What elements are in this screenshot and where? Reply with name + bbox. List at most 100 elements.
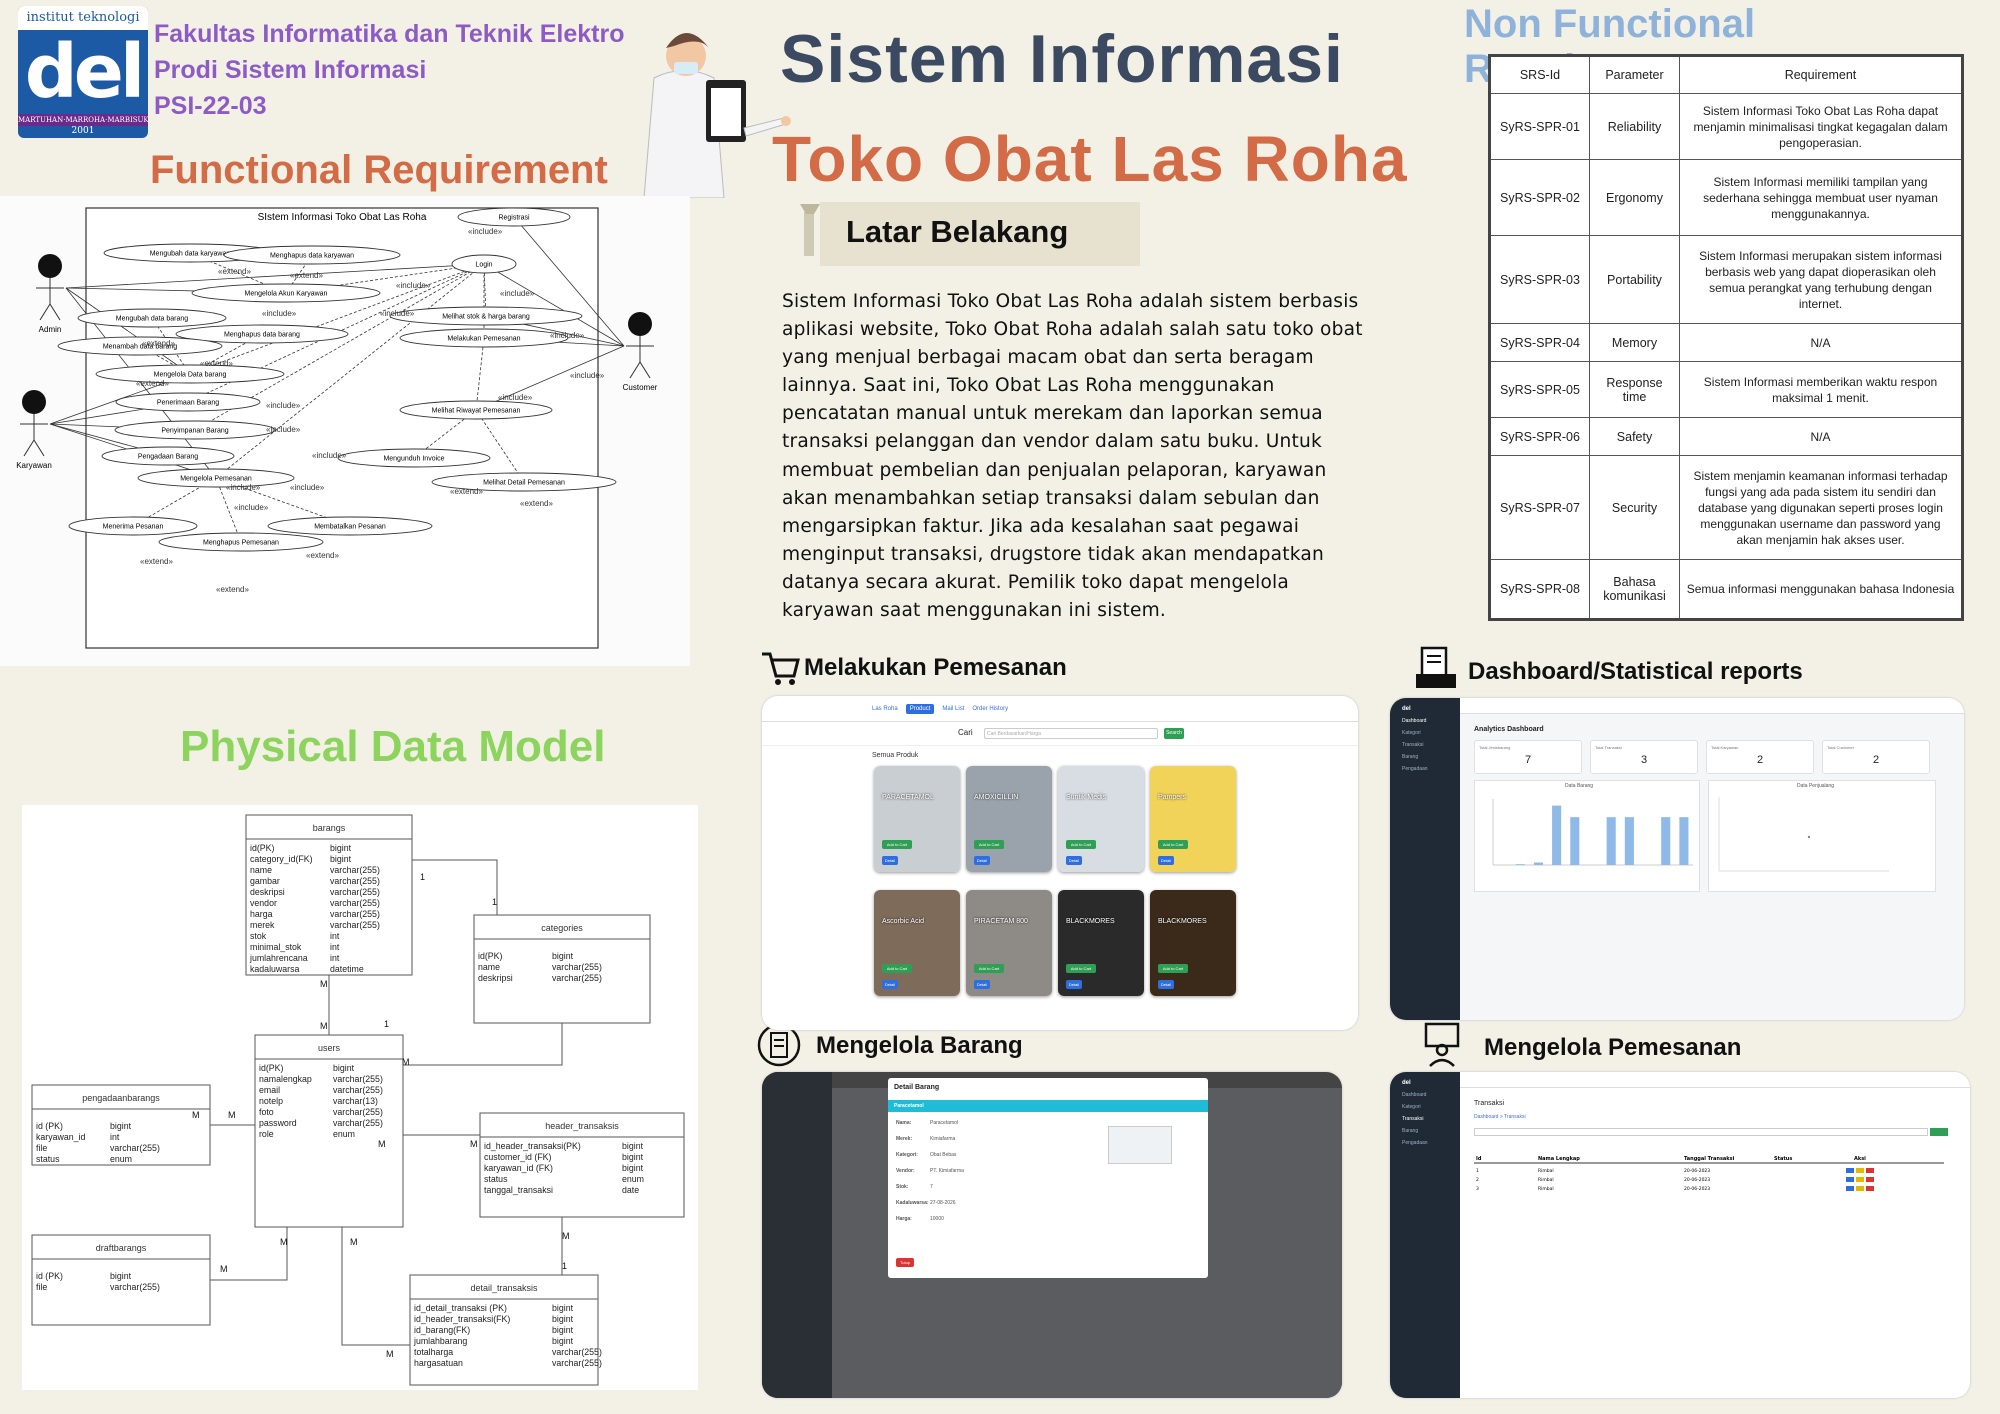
nav-mail[interactable]: Mail List <box>942 705 965 712</box>
detail-button[interactable]: Detail <box>1158 980 1174 989</box>
extend-label: «extend» <box>142 339 175 348</box>
add-to-cart-button[interactable]: Add to Cart <box>974 840 1004 849</box>
add-to-cart-button[interactable]: Add to Cart <box>1066 964 1096 973</box>
pdm-table-name: detail_transaksis <box>470 1283 538 1293</box>
add-to-cart-button[interactable]: Add to Cart <box>882 964 912 973</box>
detail-button[interactable]: Detail <box>882 980 898 989</box>
add-to-cart-button[interactable]: Add to Cart <box>1066 840 1096 849</box>
sidebar-item-dashboard[interactable]: Dashboard <box>1402 718 1427 724</box>
report-icon <box>1416 646 1456 688</box>
detail-button[interactable]: Detail <box>1066 856 1082 865</box>
add-to-cart-button[interactable]: Add to Cart <box>1158 964 1188 973</box>
search-button[interactable]: Search <box>1164 728 1184 739</box>
include-label: «include» <box>498 393 533 402</box>
pdm-col-name: vendor <box>250 898 277 908</box>
include-label: «include» <box>468 227 503 236</box>
dashboard-screenshot: del Dashboard Kategori Transaksi Barang … <box>1390 698 1964 1020</box>
pdm-col-name: jumlahrencana <box>249 953 308 963</box>
pdm-col-name: totalharga <box>414 1347 453 1357</box>
nfr-header-row: SRS-Id Parameter Requirement <box>1489 55 1963 94</box>
sidebar-item-transaksi[interactable]: Transaksi <box>1402 1116 1424 1122</box>
pdm-col-type: int <box>330 953 340 963</box>
pdm-col-type: varchar(255) <box>110 1143 160 1153</box>
sidebar-item-barang[interactable]: Barang <box>1402 1128 1419 1134</box>
detail-button[interactable]: Detail <box>882 856 898 865</box>
nav-history[interactable]: Order History <box>972 705 1009 712</box>
order-manage-icon <box>1424 1022 1460 1067</box>
sidebar-item-barang[interactable]: Barang <box>1402 754 1419 760</box>
pdm-col-type: varchar(255) <box>330 876 380 886</box>
nfr-req: Sistem menjamin keamanan informasi terha… <box>1679 455 1963 560</box>
usecase-link <box>187 263 485 403</box>
action-button[interactable] <box>1846 1168 1854 1173</box>
action-button[interactable] <box>1866 1186 1874 1191</box>
action-button[interactable] <box>1846 1186 1854 1191</box>
actor-customer: Customer <box>623 312 658 392</box>
pdm-col-type: varchar(255) <box>110 1282 160 1292</box>
nav-brand[interactable]: Las Roha <box>872 705 898 712</box>
usecase-label: Mengelola Akun Karyawan <box>245 291 328 298</box>
add-to-cart-button[interactable]: Add to Cart <box>1158 840 1188 849</box>
add-to-cart-button[interactable]: Add to Cart <box>882 840 912 849</box>
action-button[interactable] <box>1846 1177 1854 1182</box>
action-button[interactable] <box>1866 1168 1874 1173</box>
usecase-label: Menghapus data barang <box>224 332 300 339</box>
product-image <box>1058 766 1144 872</box>
stat-label: Total Customer <box>1827 745 1854 750</box>
nfr-req: Sistem Informasi Toko Obat Las Roha dapa… <box>1679 93 1963 160</box>
nfr-table: SRS-Id Parameter Requirement SyRS-SPR-01… <box>1488 54 1964 621</box>
field-label: Vendor: <box>896 1168 915 1174</box>
product-image <box>1150 766 1236 872</box>
sidebar-item-dashboard[interactable]: Dashboard <box>1402 1092 1427 1098</box>
extend-label: «extend» <box>306 551 339 560</box>
cardinality-mark: M <box>562 1231 570 1241</box>
nfr-id: SyRS-SPR-04 <box>1489 323 1590 362</box>
action-button[interactable] <box>1856 1168 1864 1173</box>
cardinality-mark: 1 <box>420 872 425 882</box>
add-to-cart-button[interactable]: Add to Cart <box>974 964 1004 973</box>
transaksi-search-button[interactable] <box>1930 1128 1948 1136</box>
action-button[interactable] <box>1856 1186 1864 1191</box>
latar-heading: Latar Belakang <box>846 214 1069 249</box>
sidebar-item-kategori[interactable]: Kategori <box>1402 1104 1421 1110</box>
nav-product[interactable]: Product <box>905 703 935 714</box>
usecase-link <box>215 477 351 527</box>
action-button[interactable] <box>1856 1177 1864 1182</box>
sidebar-item-kategori[interactable]: Kategori <box>1402 730 1421 736</box>
sidebar-item-pengadaan[interactable]: Pengadaan <box>1402 766 1428 772</box>
pdm-col-name: file <box>36 1282 47 1292</box>
close-button[interactable]: Tutup <box>896 1258 914 1267</box>
detail-button[interactable]: Detail <box>1066 980 1082 989</box>
sidebar-item-transaksi[interactable]: Transaksi <box>1402 742 1424 748</box>
logo-year: 2001 <box>71 126 95 136</box>
field-value: 7 <box>930 1184 933 1190</box>
detail-modal: Detail Barang Paracetamol Nama:Paracetam… <box>888 1078 1208 1278</box>
detail-button[interactable]: Detail <box>1158 856 1174 865</box>
usecase-label: Menghapus data karyawan <box>270 253 354 260</box>
pdm-table-header_transaksis: header_transaksisid_header_transaksi(PK)… <box>479 1112 685 1218</box>
field-value: PT. Kimiafarma <box>930 1168 964 1174</box>
detail-button[interactable]: Detail <box>974 980 990 989</box>
nfr-id: SyRS-SPR-03 <box>1489 235 1590 324</box>
transaksi-search-input[interactable] <box>1474 1128 1928 1136</box>
pdm-col-type: bigint <box>552 1303 574 1313</box>
pdm-tables: barangsid(PK)bigintcategory_id(FK)bigint… <box>31 814 685 1386</box>
shop-search-row: Cari Cari Berdasarkan/Harga Search <box>762 722 1358 746</box>
bar <box>1515 864 1525 865</box>
action-button[interactable] <box>1866 1177 1874 1182</box>
sidebar-item-pengadaan[interactable]: Pengadaan <box>1402 1140 1428 1146</box>
detail-button[interactable]: Detail <box>974 856 990 865</box>
search-input[interactable]: Cari Berdasarkan/Harga <box>984 728 1158 739</box>
